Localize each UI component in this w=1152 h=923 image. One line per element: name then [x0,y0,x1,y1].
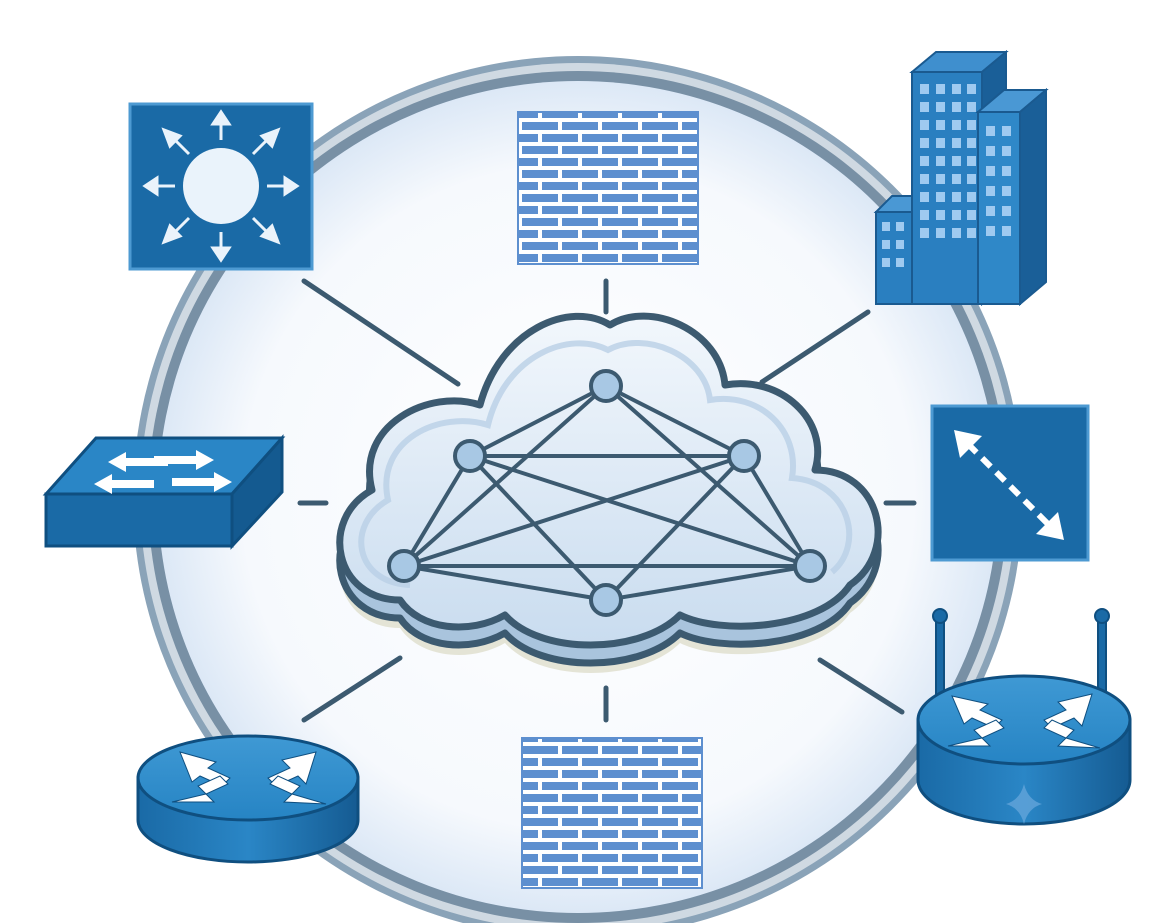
cloud-node-links [402,384,812,602]
node-link [468,384,608,458]
wireless-router-arrows [947,693,1101,749]
network-node [727,439,761,473]
antenna-right [1094,608,1110,701]
node-link [402,564,608,602]
network-node [589,583,623,617]
router-icon [136,734,360,864]
firewall-icon [517,111,699,265]
link-router-left [301,655,403,723]
network-node [387,549,421,583]
office-building-icon [873,49,1049,307]
node-link [468,454,608,602]
antenna-left [932,608,948,701]
wireless-router-icon [916,608,1132,826]
switch-arrows [94,450,232,494]
link-layer3-switch [301,278,461,387]
cloud-inner-rim [358,340,853,588]
node-link [402,454,472,568]
connection-lines [297,278,917,723]
cloud-nodes [387,369,827,617]
layer3-switch-icon [128,102,314,271]
diagonal-arrow-icon [930,404,1090,562]
cloud-body [336,312,882,649]
network-node [589,369,623,403]
router-arrows [171,751,327,805]
sparkle-icon [1006,784,1042,824]
node-link [604,384,812,568]
node-link [402,454,746,568]
node-link [604,384,746,458]
node-link [604,564,812,602]
workgroup-switch-icon [42,434,286,550]
node-link [604,454,746,602]
link-wireless-router [817,657,905,715]
node-link [468,454,812,568]
link-buildings [759,309,871,385]
network-node [453,439,487,473]
node-link [742,454,812,568]
firewall-icon [521,737,703,889]
node-link [402,384,608,568]
cloud-network-icon [336,312,882,673]
building-windows [882,84,1011,267]
network-node [793,549,827,583]
